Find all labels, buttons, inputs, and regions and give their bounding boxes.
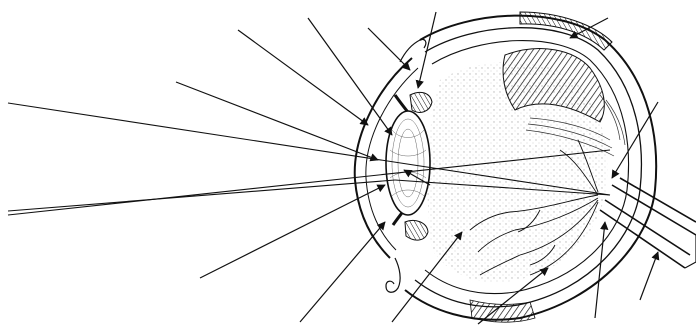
pointer-arrow (176, 82, 378, 160)
optic-nerve (600, 178, 696, 268)
pointer-arrow (392, 232, 462, 322)
ciliary-body-upper (410, 92, 432, 112)
vitreous-body (427, 62, 607, 283)
upper-sclera-band (520, 12, 612, 50)
upper-eyelid (400, 39, 426, 62)
pointer-arrow (418, 12, 436, 88)
lens (386, 111, 430, 215)
pointer-arrow (368, 28, 410, 70)
pointer-arrow (595, 222, 605, 318)
pointer-arrow (640, 252, 658, 300)
optic-nerve-end (685, 235, 696, 268)
pointer-arrow (300, 222, 385, 322)
pointer-arrow (238, 30, 368, 125)
pointer-arrow (308, 18, 392, 135)
pointer-arrow (200, 185, 385, 278)
ciliary-body-lower (405, 220, 428, 240)
lower-eyelid (386, 258, 400, 292)
lower-eyelid-tissue (470, 300, 535, 322)
